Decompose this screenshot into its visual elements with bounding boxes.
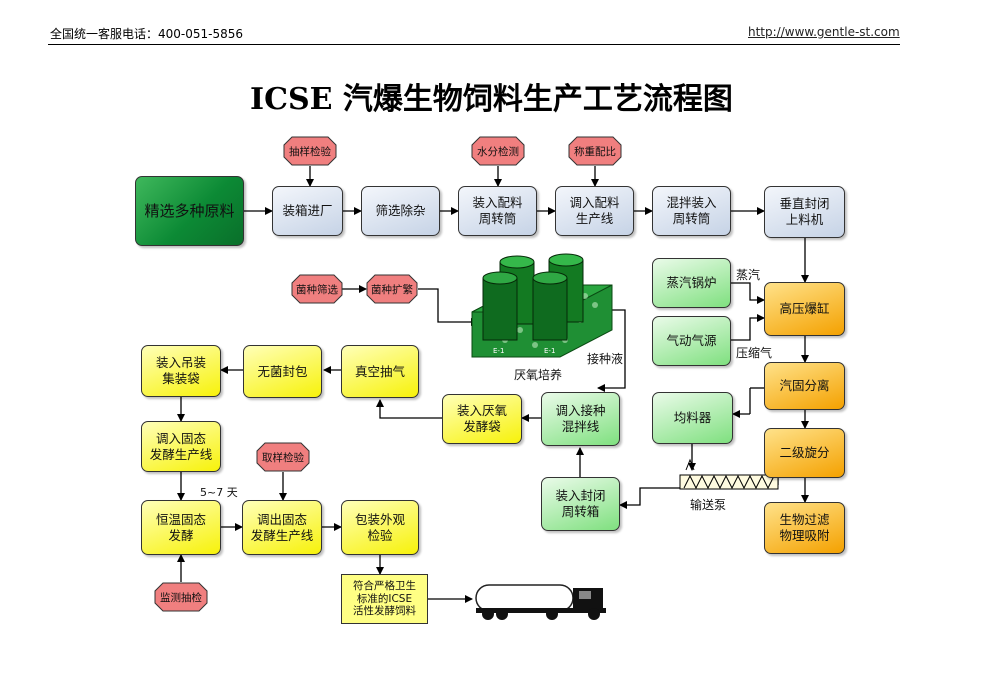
- check-monitor-sample: 监测抽检: [154, 582, 208, 612]
- octagon-shape: [291, 274, 343, 304]
- arrow-tank-inoculum: [597, 309, 626, 392]
- header-divider: [48, 44, 900, 45]
- arrow-anaerobic-to-vacuum: [376, 399, 442, 419]
- node-mix-load: 混拌装入 周转筒: [652, 186, 731, 236]
- fermentation-tank-cluster: [471, 253, 613, 358]
- check-sampling: 抽样检验: [283, 136, 337, 166]
- label-days: 5~7 天: [200, 486, 238, 499]
- hotline-text: 全国统一客服电话：400-051-5856: [50, 27, 244, 41]
- label-anaerobic-culture: 厌氧培养: [514, 368, 563, 382]
- label-inoculum: 接种液: [587, 352, 624, 366]
- node-hp-cylinder: 高压爆缸: [764, 282, 845, 336]
- node-vapor-solid-sep: 汽固分离: [764, 362, 845, 410]
- check-weighing: 称重配比: [568, 136, 622, 166]
- truck-graphic: [475, 584, 606, 620]
- node-solid-ferm-out: 调出固态 发酵生产线: [242, 500, 322, 555]
- check-strain-expand: 菌种扩繁: [366, 274, 418, 304]
- node-hang-bag: 装入吊装 集装袋: [141, 345, 221, 397]
- octagon-shape: [471, 136, 525, 166]
- check-strain-select: 菌种筛选: [291, 274, 343, 304]
- arrow-steam: [731, 282, 765, 304]
- check-taking-sample: 取样检验: [256, 442, 310, 472]
- check-strain-select-label: 菌种筛选: [296, 283, 338, 296]
- node-screening: 筛选除杂: [361, 186, 440, 236]
- node-anaerobic-bag: 装入厌氧 发酵袋: [442, 394, 522, 444]
- node-bio-filter: 生物过滤 物理吸附: [764, 502, 845, 554]
- octagon-shape: [154, 582, 208, 612]
- node-secondary-cyclone: 二级旋分: [764, 428, 845, 478]
- label-tank-mark-1: E-1: [493, 347, 505, 355]
- node-final-product: 符合严格卫生 标准的ICSE 活性发酵饲料: [341, 574, 428, 624]
- node-air-source: 气动气源: [652, 316, 731, 366]
- node-vertical-seal: 垂直封闭 上料机: [764, 186, 845, 238]
- check-strain-expand-label: 菌种扩繁: [371, 283, 413, 296]
- node-homogenizer: 均料器: [652, 392, 733, 444]
- octagon-shape: [256, 442, 310, 472]
- node-sterile-seal: 无菌封包: [243, 345, 322, 398]
- check-monitor-sample-label: 监测抽检: [160, 591, 202, 604]
- check-moisture: 水分检测: [471, 136, 525, 166]
- arrow-expand-to-tank: [418, 288, 479, 326]
- node-load-mix: 装入配料 周转筒: [458, 186, 537, 236]
- node-vacuum: 真空抽气: [341, 345, 419, 398]
- arrow-air: [731, 314, 765, 341]
- octagon-shape: [568, 136, 622, 166]
- label-conveyor-pump: 输送泵: [690, 498, 727, 512]
- arrow-pump-out: [619, 487, 680, 509]
- node-transfer-mix: 调入配料 生产线: [555, 186, 634, 236]
- check-moisture-label: 水分检测: [477, 145, 519, 158]
- node-steam-boiler: 蒸汽锅炉: [652, 258, 731, 308]
- node-constant-temp: 恒温固态 发酵: [141, 500, 221, 555]
- node-sealed-box: 装入封闭 周转箱: [541, 477, 620, 531]
- website-link[interactable]: http://www.gentle-st.com: [748, 25, 900, 39]
- node-boxing-entry: 装箱进厂: [272, 186, 343, 236]
- label-steam: 蒸汽: [736, 268, 761, 282]
- node-raw-material: 精选多种原料: [135, 176, 244, 246]
- node-inoc-mix: 调入接种 混拌线: [541, 392, 620, 446]
- label-tank-mark-2: E-1: [544, 347, 556, 355]
- conveyor-pump-graphic: [679, 458, 779, 490]
- octagon-shape: [283, 136, 337, 166]
- check-weighing-label: 称重配比: [574, 145, 616, 158]
- octagon-shape: [366, 274, 418, 304]
- diagram-title: ICSE 汽爆生物饲料生产工艺流程图: [250, 82, 733, 117]
- node-package-check: 包装外观 检验: [341, 500, 419, 555]
- check-taking-sample-label: 取样检验: [262, 451, 304, 464]
- check-sampling-label: 抽样检验: [289, 145, 331, 158]
- node-solid-ferm-in: 调入固态 发酵生产线: [141, 421, 221, 472]
- label-compressed-air: 压缩气: [736, 346, 773, 360]
